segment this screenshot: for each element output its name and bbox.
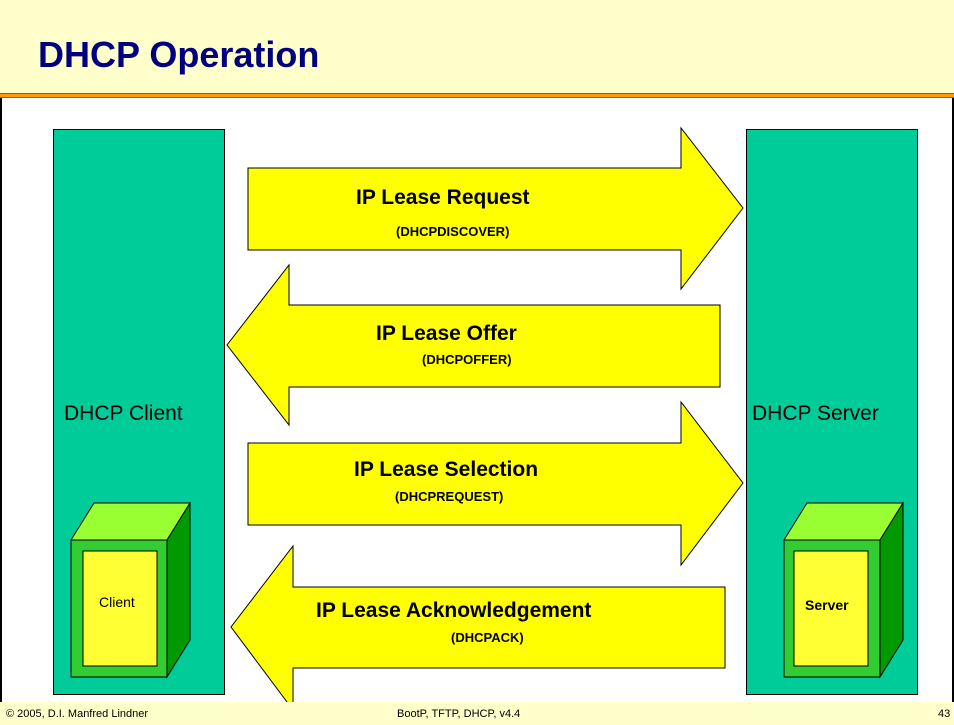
arrow-lease-request bbox=[247, 126, 744, 291]
arrow-lease-acknowledgement bbox=[230, 544, 726, 712]
message-4-title: IP Lease Acknowledgement bbox=[316, 599, 592, 622]
message-2-subtitle: (DHCPOFFER) bbox=[422, 352, 512, 367]
client-box-icon bbox=[70, 501, 191, 679]
server-box-label: Server bbox=[805, 597, 849, 613]
message-3-title: IP Lease Selection bbox=[354, 458, 539, 481]
message-2-title: IP Lease Offer bbox=[376, 322, 517, 345]
slide-title: DHCP Operation bbox=[38, 34, 320, 75]
title-rule bbox=[0, 93, 954, 98]
footer-center: BootP, TFTP, DHCP, v4.4 bbox=[397, 708, 521, 720]
client-box-label: Client bbox=[99, 594, 135, 610]
arrow-lease-offer bbox=[226, 263, 721, 427]
server-label: DHCP Server bbox=[752, 402, 879, 425]
footer-bar bbox=[0, 702, 954, 725]
page-number: 43 bbox=[938, 708, 951, 720]
message-3-subtitle: (DHCPREQUEST) bbox=[395, 489, 504, 504]
server-box-icon bbox=[783, 501, 904, 679]
client-label: DHCP Client bbox=[64, 402, 183, 425]
message-4-subtitle: (DHCPACK) bbox=[451, 630, 524, 645]
footer-copyright: © 2005, D.I. Manfred Lindner bbox=[6, 708, 149, 720]
arrow-lease-selection bbox=[247, 400, 744, 567]
title-bar bbox=[0, 0, 954, 93]
message-1-title: IP Lease Request bbox=[356, 186, 530, 209]
message-1-subtitle: (DHCPDISCOVER) bbox=[396, 224, 510, 239]
